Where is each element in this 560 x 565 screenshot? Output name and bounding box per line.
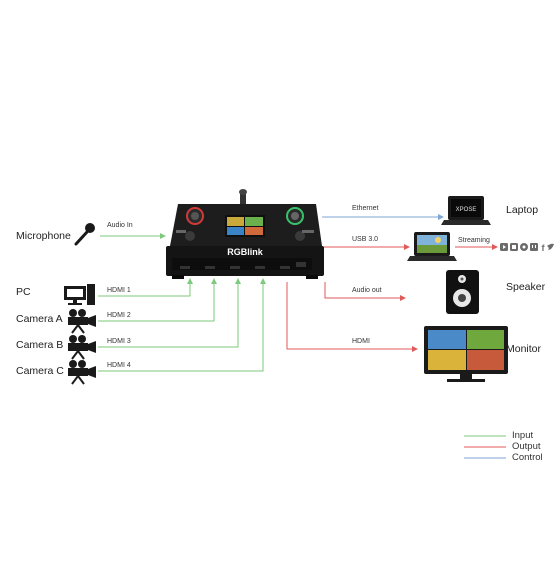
speaker-icon	[446, 270, 479, 314]
camera-b-label: Camera B	[16, 339, 64, 351]
microphone-icon	[74, 223, 95, 246]
audio-out-line	[324, 282, 400, 299]
speaker-label: Speaker	[506, 281, 546, 293]
usb-label: USB 3.0	[352, 236, 379, 243]
camera-a-icon	[68, 309, 96, 334]
brand-logo: RGBlink	[227, 247, 263, 257]
hdmi1-arrow	[187, 278, 193, 284]
hdmi4-label: HDMI 4	[107, 362, 131, 369]
hdmi-out-label: HDMI	[352, 338, 370, 345]
hdmi-out-arrow	[412, 346, 418, 352]
audio-out-arrow	[400, 295, 406, 301]
hdmi1-line	[98, 282, 191, 297]
legend-control-label: Control	[512, 452, 543, 463]
svg-text:f: f	[542, 243, 546, 253]
legend-input-label: Input	[512, 430, 534, 441]
svg-text:XPOSE: XPOSE	[456, 207, 477, 213]
legend-output-label: Output	[512, 441, 541, 452]
hdmi3-line	[98, 282, 239, 348]
streaming-arrow	[492, 244, 498, 250]
camera-c-label: Camera C	[16, 365, 64, 377]
facebook-live-icon	[520, 243, 528, 251]
monitor-label: Monitor	[506, 343, 542, 355]
twitter-icon	[547, 243, 554, 250]
rgblink-switcher: RGBlink	[166, 189, 324, 279]
hdmi1-label: HDMI 1	[107, 287, 131, 294]
youtube-icon	[500, 243, 508, 251]
hdmi2-arrow	[211, 278, 217, 284]
hdmi4-arrow	[260, 278, 266, 284]
hdmi3-label: HDMI 3	[107, 338, 131, 345]
laptop-label: Laptop	[506, 204, 539, 216]
audio-in-label: Audio In	[107, 222, 133, 229]
pc-icon	[64, 284, 95, 305]
streaming-label: Streaming	[458, 237, 490, 244]
ethernet-arrow	[438, 214, 444, 220]
camera-b-icon	[68, 335, 96, 360]
video-icon	[510, 243, 518, 251]
facebook-icon: f	[542, 243, 546, 253]
hdmi3-arrow	[235, 278, 241, 284]
hdmi-out-line	[286, 282, 412, 350]
hdmi2-line	[98, 282, 215, 322]
camera-a-label: Camera A	[16, 313, 63, 325]
camera-c-icon	[68, 360, 96, 385]
microphone-label: Microphone	[16, 230, 71, 242]
audio-out-label: Audio out	[352, 287, 382, 294]
audio-in-arrow	[160, 233, 166, 239]
hdmi4-line	[98, 282, 264, 372]
hdmi2-label: HDMI 2	[107, 312, 131, 319]
ethernet-label: Ethernet	[352, 205, 379, 212]
monitor-icon	[424, 326, 508, 382]
laptop-icon: XPOSE	[441, 196, 491, 225]
twitch-icon	[530, 243, 538, 251]
streaming-laptop-icon	[407, 232, 457, 261]
usb-arrow	[404, 244, 410, 250]
pc-label: PC	[16, 286, 31, 298]
